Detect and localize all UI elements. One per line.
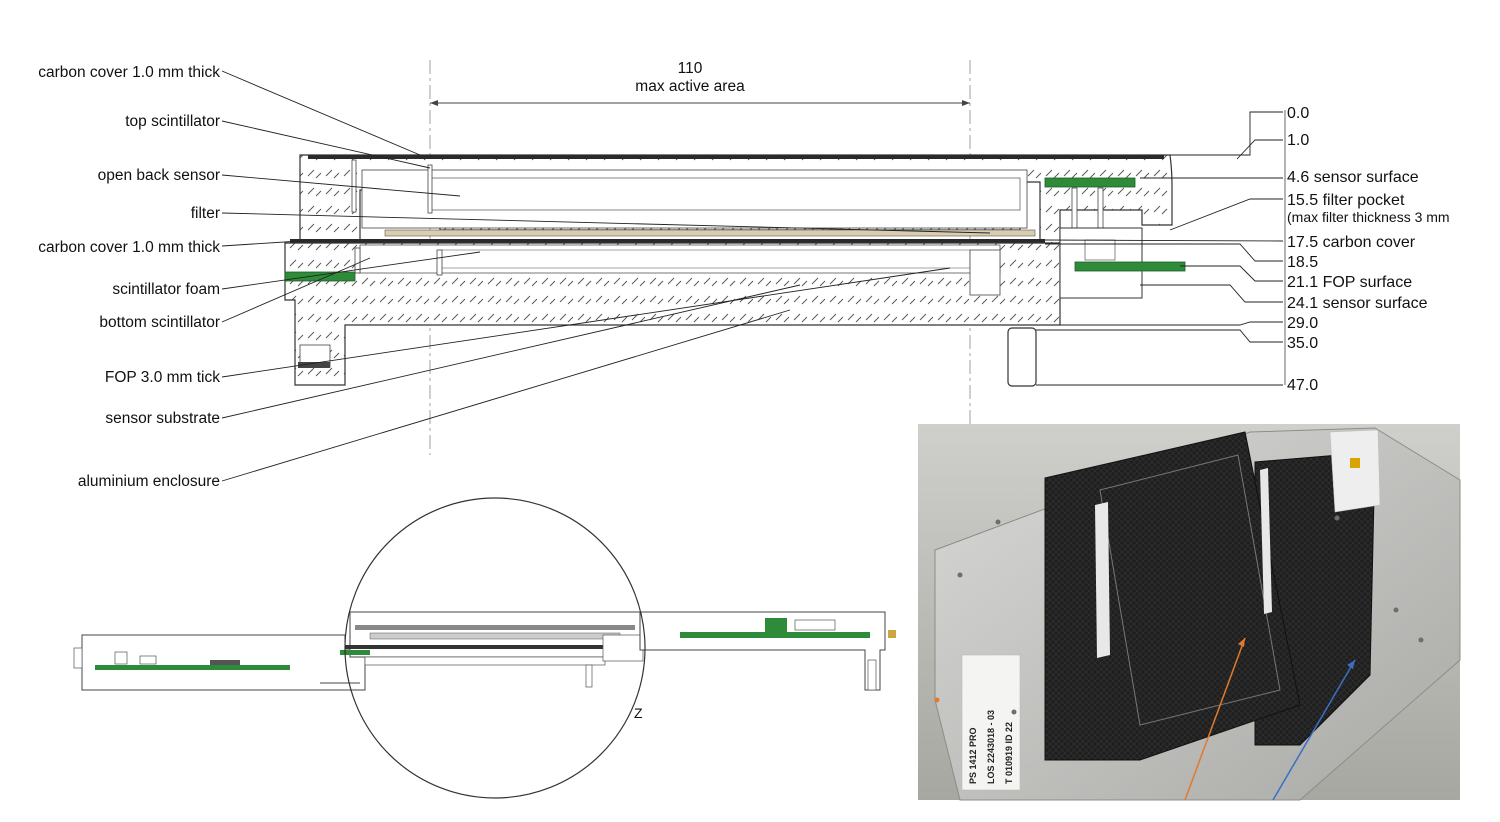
depth-47: 47.0 — [1287, 377, 1318, 394]
foot — [1007, 327, 1037, 387]
label-bottom-scintillator: bottom scintillator — [99, 314, 220, 331]
photo-label-line-2: LOS 2243018 - 03 — [986, 710, 996, 784]
label-filter: filter — [191, 205, 220, 222]
label-scintillator-foam: scintillator foam — [112, 281, 220, 298]
depth-17-5: 17.5 carbon cover — [1287, 234, 1416, 251]
label-sensor-substrate: sensor substrate — [105, 410, 220, 427]
carbon-plate — [1044, 431, 1301, 761]
arrow-orange — [1184, 637, 1246, 801]
right-labels: 0.0 1.0 4.6 sensor surface 15.5 filter p… — [1287, 105, 1450, 394]
left-labels: carbon cover 1.0 mm thick top scintillat… — [38, 64, 220, 490]
label-aluminium-enclosure: aluminium enclosure — [78, 473, 220, 490]
depth-18-5: 18.5 — [1287, 254, 1318, 271]
depth-15-5-note: (max filter thickness 3 mm — [1287, 209, 1450, 225]
label-top-scintillator: top scintillator — [125, 113, 220, 130]
label-open-back-sensor: open back sensor — [98, 167, 220, 184]
photo-label-line-3: T 010919 ID 22 — [1004, 722, 1014, 784]
detail-marker: Z — [634, 705, 643, 721]
photo-label: PS 1412 PRO LOS 2243018 - 03 T 010919 ID… — [961, 654, 1021, 791]
filter — [384, 229, 1036, 237]
depth-21-1: 21.1 FOP surface — [1287, 274, 1412, 291]
pcb-lower-left — [284, 271, 356, 282]
cross-section: 110 max active area — [284, 60, 1286, 455]
depth-0: 0.0 — [1287, 105, 1309, 122]
label-carbon-cover-middle: carbon cover 1.0 mm thick — [38, 239, 220, 256]
label-carbon-cover-top: carbon cover 1.0 mm thick — [38, 64, 220, 81]
dimension-caption: max active area — [635, 78, 745, 95]
overview-drawing: Z — [73, 497, 896, 799]
depth-35: 35.0 — [1287, 335, 1318, 352]
depth-15-5: 15.5 filter pocket — [1287, 192, 1405, 209]
depth-1: 1.0 — [1287, 132, 1309, 149]
leader-lines — [221, 70, 1284, 482]
photo-label-line-1: PS 1412 PRO — [968, 727, 978, 784]
arrow-blue — [1272, 659, 1356, 801]
top-carbon-cover — [308, 155, 1164, 159]
depth-4-6: 4.6 sensor surface — [1287, 169, 1419, 186]
label-fop: FOP 3.0 mm tick — [105, 369, 220, 386]
pcb-upper-right — [1044, 177, 1136, 188]
device-photo: PS 1412 PRO LOS 2243018 - 03 T 010919 ID… — [918, 424, 1461, 801]
depth-29: 29.0 — [1287, 315, 1318, 332]
detail-circle — [344, 497, 646, 799]
dimension-value: 110 — [678, 60, 703, 77]
middle-carbon-cover — [290, 239, 1045, 243]
depth-24-1: 24.1 sensor surface — [1287, 295, 1428, 312]
